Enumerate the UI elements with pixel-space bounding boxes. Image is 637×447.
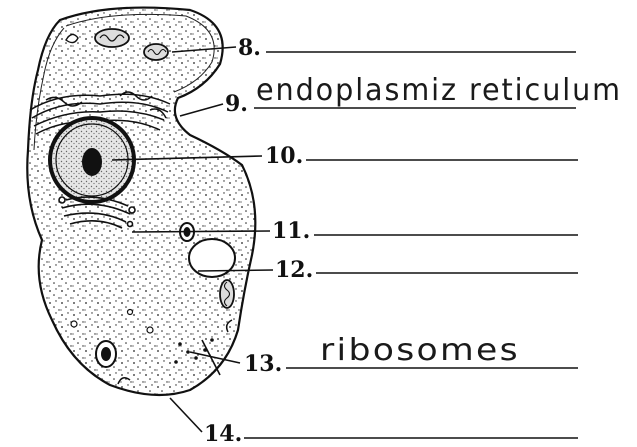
vesicle [71, 321, 77, 327]
mitochondrion-right [220, 280, 234, 308]
nucleolus [82, 148, 102, 176]
mitochondrion-bottom-left-core [101, 347, 111, 361]
cell-membrane [27, 8, 255, 395]
label-number-8: 8. [238, 35, 261, 61]
vesicle [147, 327, 153, 333]
label-number-9: 9. [225, 91, 248, 117]
leader-line-14 [170, 398, 202, 432]
label-number-12: 12. [275, 257, 313, 283]
label-number-14: 14. [204, 421, 242, 447]
vesicle [128, 310, 133, 315]
label-number-13: 13. [244, 351, 282, 377]
answer-text-13: ribosomes [320, 333, 520, 368]
answer-text-9: endoplasmiz reticulum [256, 73, 622, 108]
leader-line-9 [180, 104, 223, 116]
answer-lines [244, 52, 578, 438]
label-number-11: 11. [272, 218, 310, 244]
label-number-10: 10. [265, 143, 303, 169]
leader-line-12 [198, 270, 273, 271]
mitochondrion-upper-right [144, 44, 168, 60]
leader-line-11 [132, 231, 270, 232]
